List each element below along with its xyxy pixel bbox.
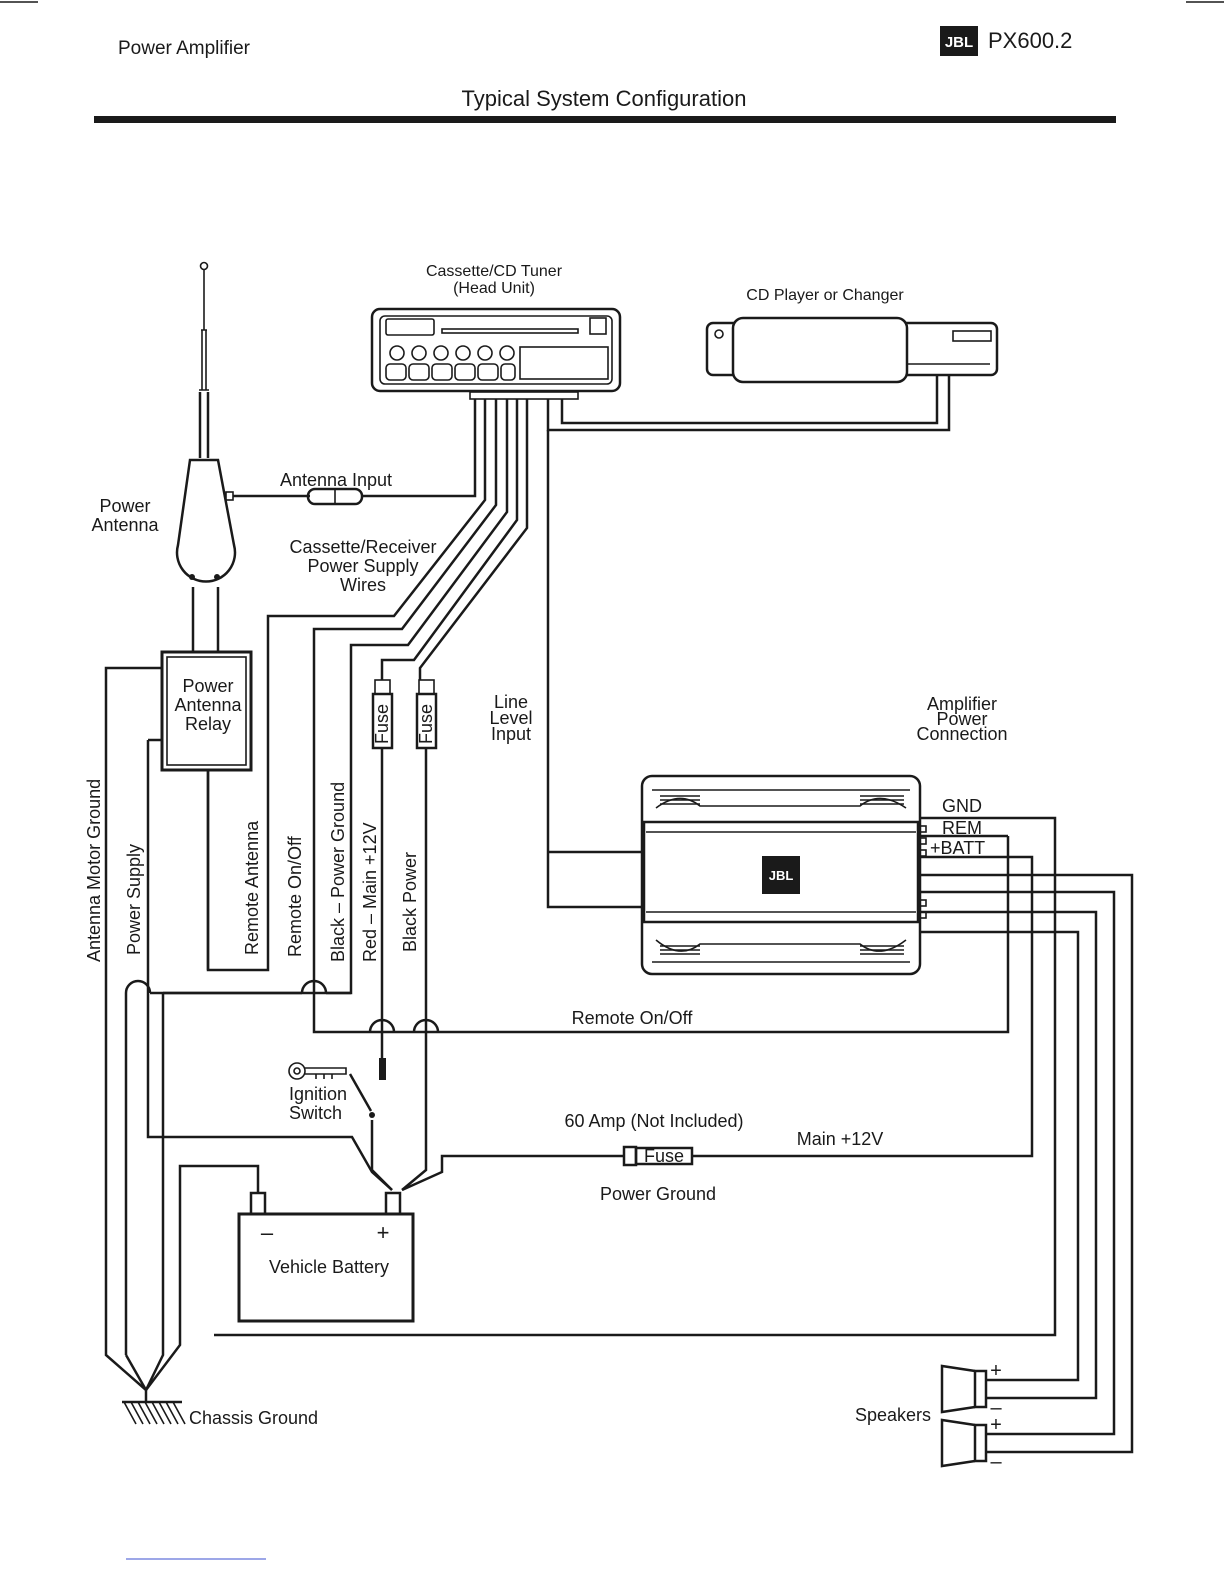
main-fuse: Fuse [622,1145,694,1167]
fuse-rating-label: 60 Amp (Not Included) [564,1111,743,1131]
left-harness-wires [104,666,393,1391]
cd-changer-label: CD Player or Changer [746,287,904,304]
wire-crossovers [124,979,440,1033]
header-left-title: Power Amplifier [118,38,251,59]
batt-terminal-label: +BATT [930,838,985,858]
remote-on-off-label: Remote On/Off [572,1008,694,1028]
battery-minus: – [261,1220,274,1245]
speaker-2-minus: – [990,1451,1002,1473]
main-12v-label: Main +12V [797,1129,884,1149]
line-level-label-2: Level [489,708,532,728]
vehicle-battery [237,1191,415,1323]
amp-ground-wire [214,816,1057,1337]
antenna-motor-wires [191,587,220,652]
amp-connection-label-2: Power [936,709,987,729]
battery-plus: + [377,1220,390,1245]
black-power-ground-label: Black – Power Ground [328,782,348,962]
cd-changer [705,316,999,384]
vehicle-battery-label: Vehicle Battery [269,1257,389,1277]
relay-label-3: Relay [185,714,231,734]
speakers-label: Speakers [855,1405,931,1425]
head-unit [370,307,622,400]
red-main-12v-label: Red – Main +12V [360,822,380,962]
jbl-badge-text: JBL [945,34,973,51]
fuse-label-2: Fuse [416,704,436,744]
power-ground-label: Power Ground [600,1184,716,1204]
power-antenna-relay [160,650,253,772]
fused-supply-wires [380,748,428,1191]
relay-label-2: Antenna [174,695,242,715]
remote-on-off-vertical-label: Remote On/Off [285,835,305,957]
amp-connection-label-3: Connection [916,724,1007,744]
model-name: PX600.2 [988,28,1072,53]
chassis-ground-label: Chassis Ground [189,1408,318,1428]
speaker-2 [940,1418,988,1468]
amp-connection-label-1: Amplifier [927,694,997,714]
antenna-input-label: Antenna Input [280,470,392,490]
main-12v-wire [401,855,1034,1192]
head-unit-label-1: Cassette/CD Tuner [426,263,563,280]
ignition-switch [348,1073,393,1191]
amp-logo: JBL [769,868,794,883]
ignition-label-1: Ignition [289,1084,347,1104]
antenna-input-cable [233,399,477,498]
title-rule [94,116,1116,123]
page-title: Typical System Configuration [462,86,747,111]
supply-wires-label-3: Wires [340,575,386,595]
ignition-label-2: Switch [289,1103,342,1123]
power-antenna-label-1: Power [99,496,150,516]
fuse-black-power: Fuse [415,679,438,750]
jbl-badge: JBL [940,26,978,56]
battery-ground-wire [145,1164,260,1391]
speaker-wires [920,873,1134,1454]
main-fuse-label: Fuse [644,1146,684,1166]
line-level-label-1: Line [494,692,528,712]
black-power-label: Black Power [400,852,420,952]
speaker-2-plus: + [990,1414,1002,1436]
speaker-1 [940,1364,988,1414]
remote-antenna-label: Remote Antenna [242,820,262,955]
rem-terminal-label: REM [942,818,982,838]
ignition-contact [379,1058,386,1080]
cd-changer-cable [546,375,951,432]
gnd-terminal-label: GND [942,796,982,816]
fuse-label-1: Fuse [372,704,392,744]
power-antenna [175,261,237,583]
power-supply-label: Power Supply [124,844,144,955]
power-antenna-label-2: Antenna [91,515,159,535]
head-unit-label-2: (Head Unit) [453,280,535,297]
supply-wires-label-2: Power Supply [307,556,418,576]
antenna-motor-ground-label: Antenna Motor Ground [84,779,104,962]
amplifier: JBL [640,774,927,976]
relay-label-1: Power [182,676,233,696]
ignition-key-icon [288,1062,347,1080]
speaker-1-minus: – [990,1397,1002,1419]
speaker-1-plus: + [990,1360,1002,1382]
supply-wires-label-1: Cassette/Receiver [289,537,436,557]
fuse-red-main: Fuse [371,679,394,750]
chassis-ground-icon [122,1390,186,1425]
line-level-label-3: Input [491,724,531,744]
